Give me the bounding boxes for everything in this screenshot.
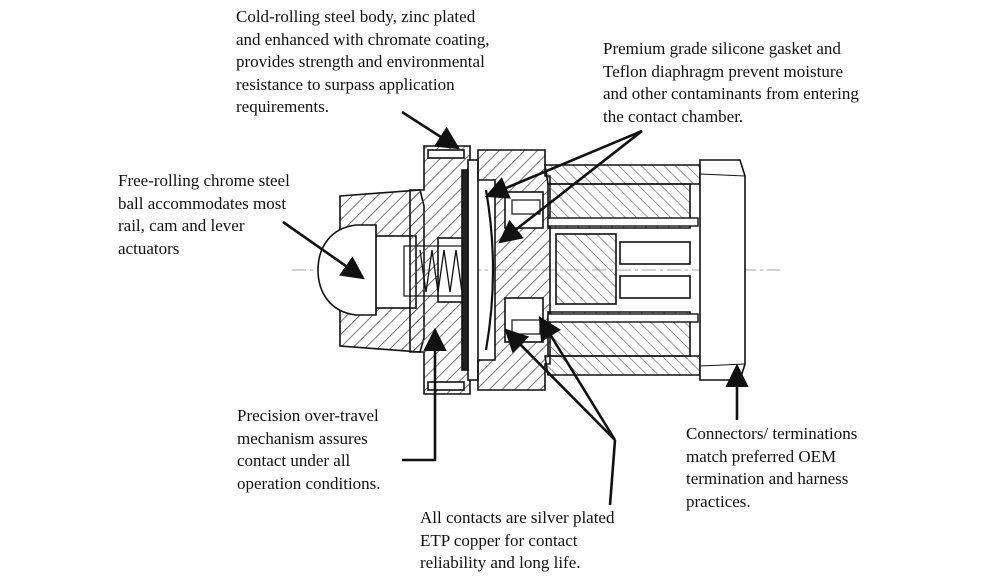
leader-ball	[282, 220, 365, 280]
contact-chamber	[477, 149, 551, 391]
connector-shell	[699, 159, 746, 381]
leader-lines	[282, 110, 749, 506]
leader-contacts-1	[504, 328, 616, 441]
leader-gasket-2	[498, 129, 643, 244]
teflon-diaphragm	[484, 189, 495, 351]
silicone-gasket	[461, 159, 479, 381]
callout-overtravel-mechanism: Precision over-travel mechanism assures …	[237, 406, 381, 493]
callout-silver-contacts: All contacts are silver plated ETP coppe…	[420, 508, 615, 572]
steel-body	[409, 145, 471, 395]
leader-gasket-1	[484, 129, 643, 199]
callout-chrome-ball: Free-rolling chrome steel ball accommoda…	[118, 171, 290, 258]
leader-contacts-2	[538, 316, 617, 441]
callout-connectors: Connectors/ terminations match preferred…	[686, 424, 858, 511]
leader-body	[401, 110, 460, 150]
leader-contacts-3	[608, 439, 617, 506]
leader-overtravel	[402, 327, 447, 462]
terminal-housing	[544, 164, 701, 376]
callout-gasket-diaphragm: Premium grade silicone gasket and Teflon…	[603, 39, 859, 126]
callout-steel-body: Cold-rolling steel body, zinc plated and…	[236, 7, 490, 116]
